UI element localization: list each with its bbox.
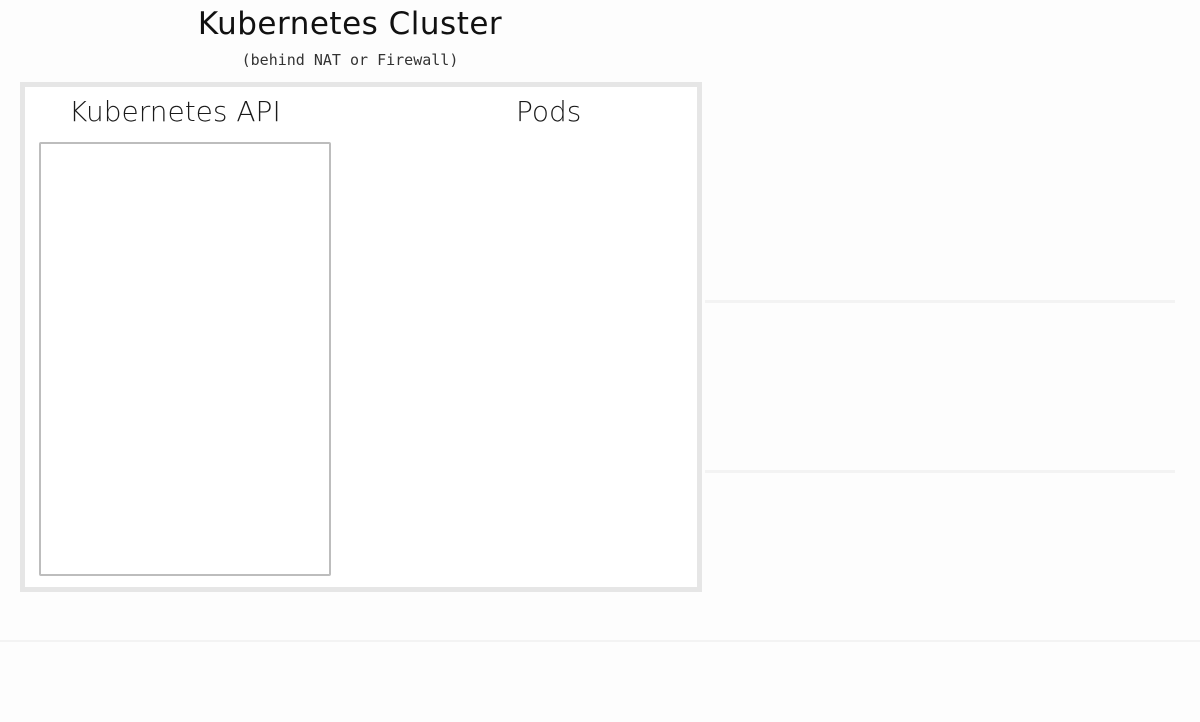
faint-line [705,300,1175,303]
faint-line [705,470,1175,473]
pods-label: Pods [516,95,582,128]
kubernetes-api-box [39,142,331,576]
faint-line [0,640,1200,642]
diagram-title: Kubernetes Cluster [197,6,503,42]
diagram-subtitle: (behind NAT or Firewall) [241,51,459,69]
kubernetes-api-label: Kubernetes API [69,95,281,128]
